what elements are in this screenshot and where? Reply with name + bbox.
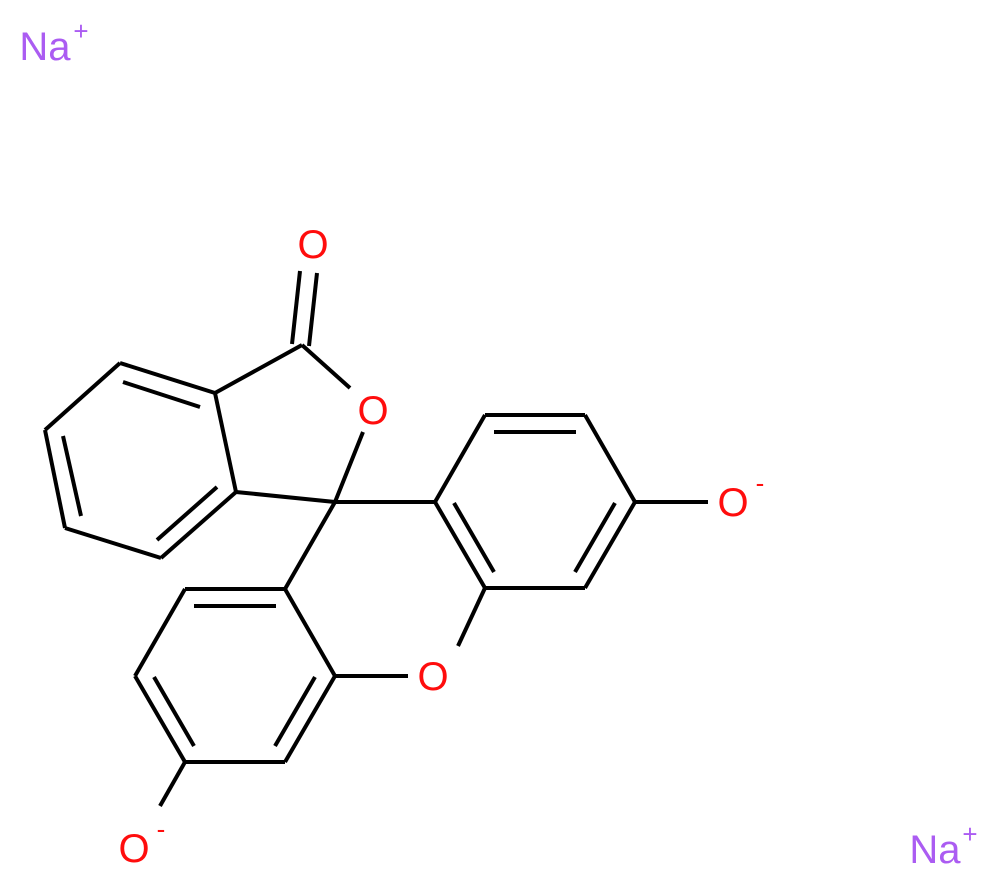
sodium-ion-top: Na <box>19 25 71 69</box>
lactone-oxygen: O <box>357 389 388 433</box>
phenoxide-oxygen-left: O <box>118 827 149 871</box>
left-ring <box>133 587 337 764</box>
benzo-ring <box>43 361 238 560</box>
positive-charge-bottom: + <box>962 819 977 849</box>
phenoxide-bond-left <box>158 761 187 807</box>
negative-charge-left: - <box>157 814 166 844</box>
xanthene-bond-right <box>456 587 487 647</box>
right-ring <box>433 413 637 590</box>
sodium-ion-bottom: Na <box>909 828 961 872</box>
phenoxide-oxygen-right: O <box>717 481 748 525</box>
xanthene-oxygen: O <box>417 655 448 699</box>
carbonyl-oxygen: O <box>297 223 328 267</box>
lactone-ring <box>214 270 365 504</box>
positive-charge-top: + <box>73 16 88 46</box>
spiro-bond-left <box>283 501 337 590</box>
negative-charge-right: - <box>756 468 765 498</box>
